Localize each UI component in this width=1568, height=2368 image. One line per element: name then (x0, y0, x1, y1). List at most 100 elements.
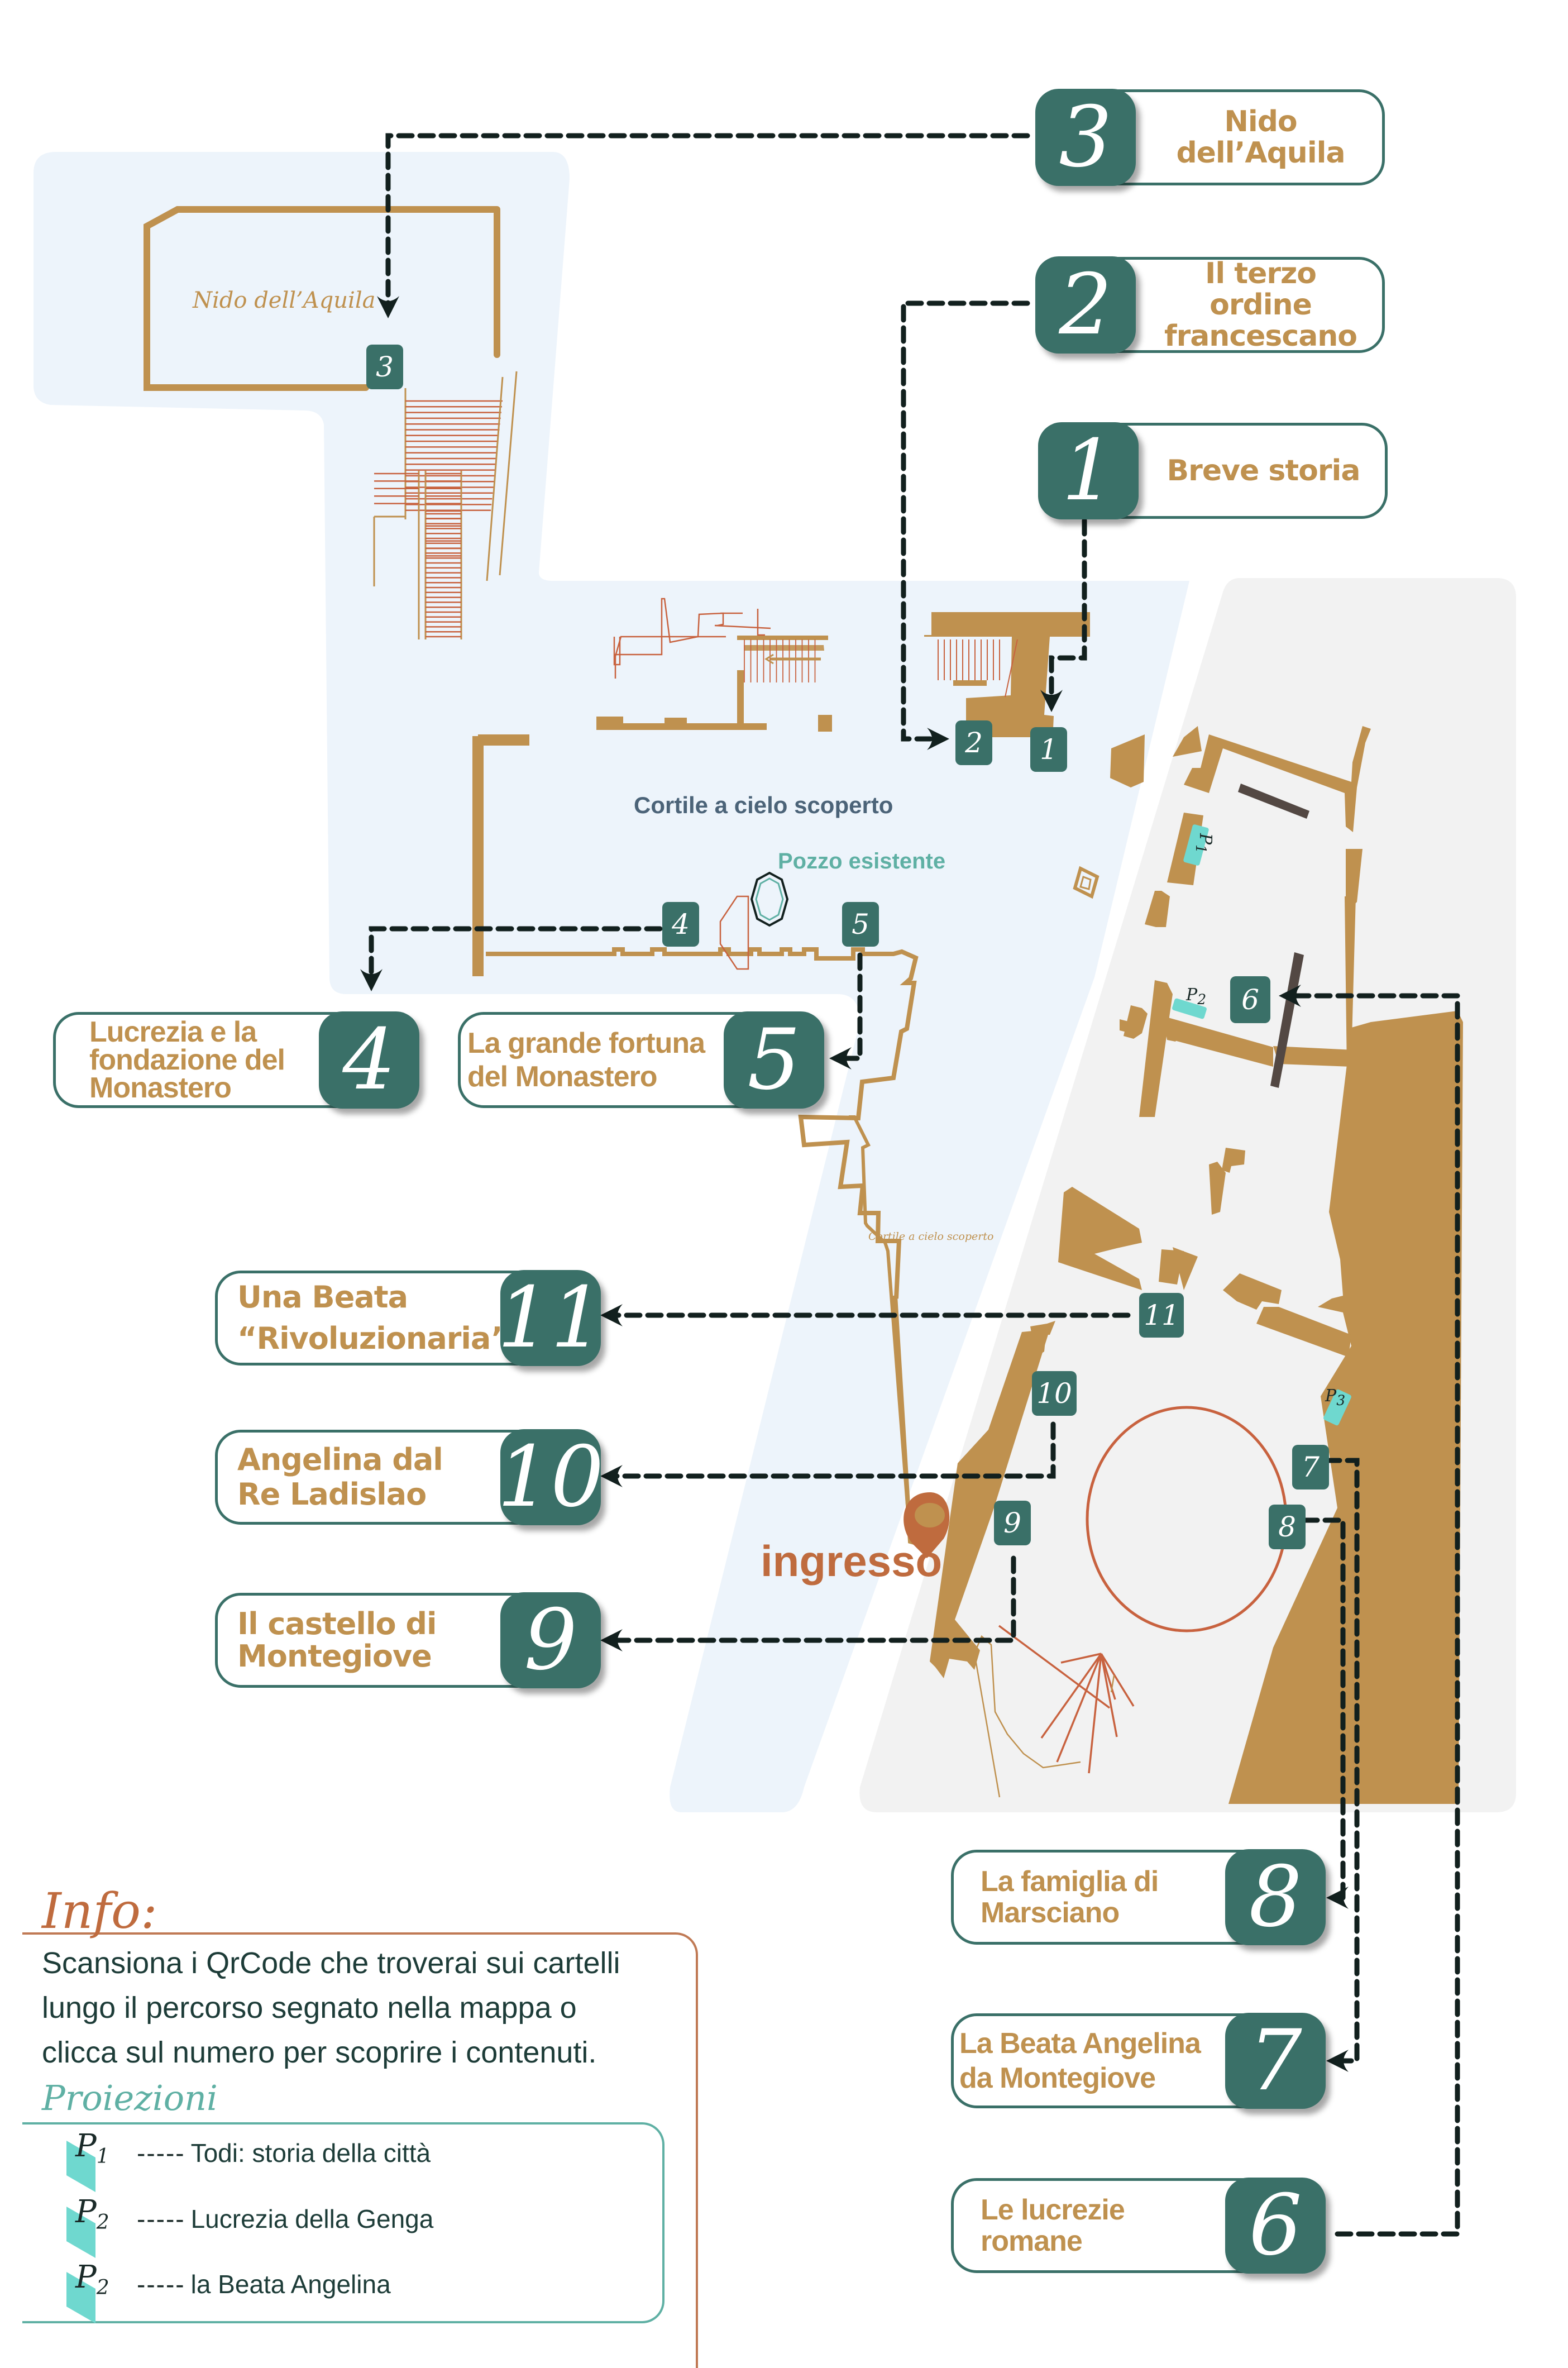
stop-card-11[interactable]: Una Beata“Rivoluzionaria” 11 (215, 1269, 604, 1367)
route-2 (901, 300, 1030, 750)
stop-number-5: 5 (724, 1011, 824, 1109)
stop-title-3: Nido dell’Aquila (1176, 105, 1345, 170)
projection-marker-p1 (1183, 824, 1209, 866)
stop-number-9: 9 (500, 1592, 601, 1689)
well-outline (719, 895, 749, 970)
info-panel (22, 1932, 698, 2368)
radial-staircase (998, 1625, 1135, 1774)
leader-dots: ----- (137, 2138, 185, 2168)
map-marker-11[interactable]: 11 (1139, 1293, 1184, 1338)
courtyard-west-wall (472, 734, 529, 976)
stop-number-11: 11 (497, 1269, 604, 1367)
projection-label-p1: P1 (1193, 833, 1216, 854)
route-5 (829, 952, 863, 1070)
projection-markers (1172, 824, 1351, 1426)
map-label-cortile-small: Cortile a cielo scoperto (868, 1230, 994, 1243)
info-text: Scansiona i QrCode che troverai sui cart… (42, 1946, 620, 2069)
ingresso-pin-icon (903, 1492, 950, 1558)
stop-number-6: 6 (1225, 2177, 1326, 2274)
projection-tag-icon: P2 (64, 2259, 131, 2324)
stop-number-1: 1 (1038, 422, 1139, 519)
info-title: Info: (42, 1882, 157, 1940)
map-marker-5[interactable]: 5 (842, 902, 879, 947)
projection-label-p2: P2 (1186, 985, 1207, 1008)
staircase (373, 371, 518, 639)
projection-marker-p3 (1323, 1389, 1351, 1426)
map-marker-7[interactable]: 7 (1292, 1445, 1329, 1489)
projection-tag-icon: P2 (64, 2194, 131, 2259)
route-lines (360, 133, 1460, 2237)
projection-marker-p2 (1172, 998, 1207, 1019)
map-marker-6[interactable]: 6 (1230, 976, 1270, 1023)
north-east-block (924, 612, 1090, 741)
stop-number-3: 3 (1035, 89, 1136, 186)
map-label-ingresso[interactable]: ingresso (761, 1536, 943, 1586)
projection-text: Todi: storia della città (190, 2138, 431, 2168)
projection-text: la Beata Angelina (190, 2270, 391, 2299)
projection-legend-row: P2 ----- Lucrezia della Genga (64, 2194, 434, 2259)
projection-label-p3: P3 (1325, 1386, 1346, 1409)
route-10 (600, 1421, 1056, 1487)
map-marker-9[interactable]: 9 (994, 1501, 1031, 1545)
map-marker-8[interactable]: 8 (1269, 1505, 1306, 1549)
north-east-pillar (1110, 734, 1145, 787)
north-east-stair (938, 639, 1018, 698)
stop-title-11: Una Beata“Rivoluzionaria” (237, 1280, 510, 1356)
courtyard-south-wall (486, 947, 921, 1546)
projection-legend-row: P1 ----- Todi: storia della città (64, 2128, 431, 2193)
map-marker-10[interactable]: 10 (1032, 1371, 1077, 1416)
stop-number-10: 10 (497, 1429, 604, 1526)
route-4 (360, 926, 663, 991)
courtyard-outline-west (849, 1115, 912, 1542)
route-6 (1279, 985, 1460, 2237)
map-marker-2[interactable]: 2 (955, 720, 992, 765)
map-label-pozzo: Pozzo esistente (778, 849, 946, 873)
stop-card-1[interactable]: 1 Breve storia (1038, 422, 1388, 519)
stop-title-1: Breve storia (1167, 454, 1361, 488)
stop-card-3[interactable]: 3 Nido dell’Aquila (1035, 89, 1385, 186)
north-wing-outline (613, 598, 821, 682)
route-1 (1040, 518, 1087, 712)
map-label-nido: Nido dell’Aquila (193, 288, 376, 313)
projections-panel (22, 2122, 665, 2323)
north-wing (596, 636, 832, 732)
leader-dots: ----- (137, 2270, 185, 2299)
well-icon (750, 871, 789, 927)
map-marker-3[interactable]: 3 (366, 345, 403, 389)
stop-number-7: 7 (1225, 2012, 1326, 2109)
radial-stair-outline (973, 1635, 1081, 1798)
route-7 (1323, 1458, 1360, 2072)
map-marker-4[interactable]: 4 (662, 902, 699, 947)
map-marker-1[interactable]: 1 (1030, 727, 1067, 772)
projection-text: Lucrezia della Genga (190, 2204, 434, 2233)
north-east-step (953, 680, 987, 686)
map-label-cortile: Cortile a cielo scoperto (634, 792, 893, 818)
projections-title: Proiezioni (42, 2078, 218, 2118)
route-9 (600, 1555, 1016, 1651)
leader-dots: ----- (137, 2204, 185, 2233)
stop-number-4: 4 (319, 1011, 419, 1109)
route-3 (377, 133, 1030, 318)
projection-legend-row: P2 ----- la Beata Angelina (64, 2259, 391, 2324)
route-8 (1301, 1517, 1349, 1909)
stop-number-8: 8 (1225, 1849, 1326, 1946)
projection-tag-icon: P1 (64, 2128, 131, 2193)
nido-walls (144, 206, 500, 391)
